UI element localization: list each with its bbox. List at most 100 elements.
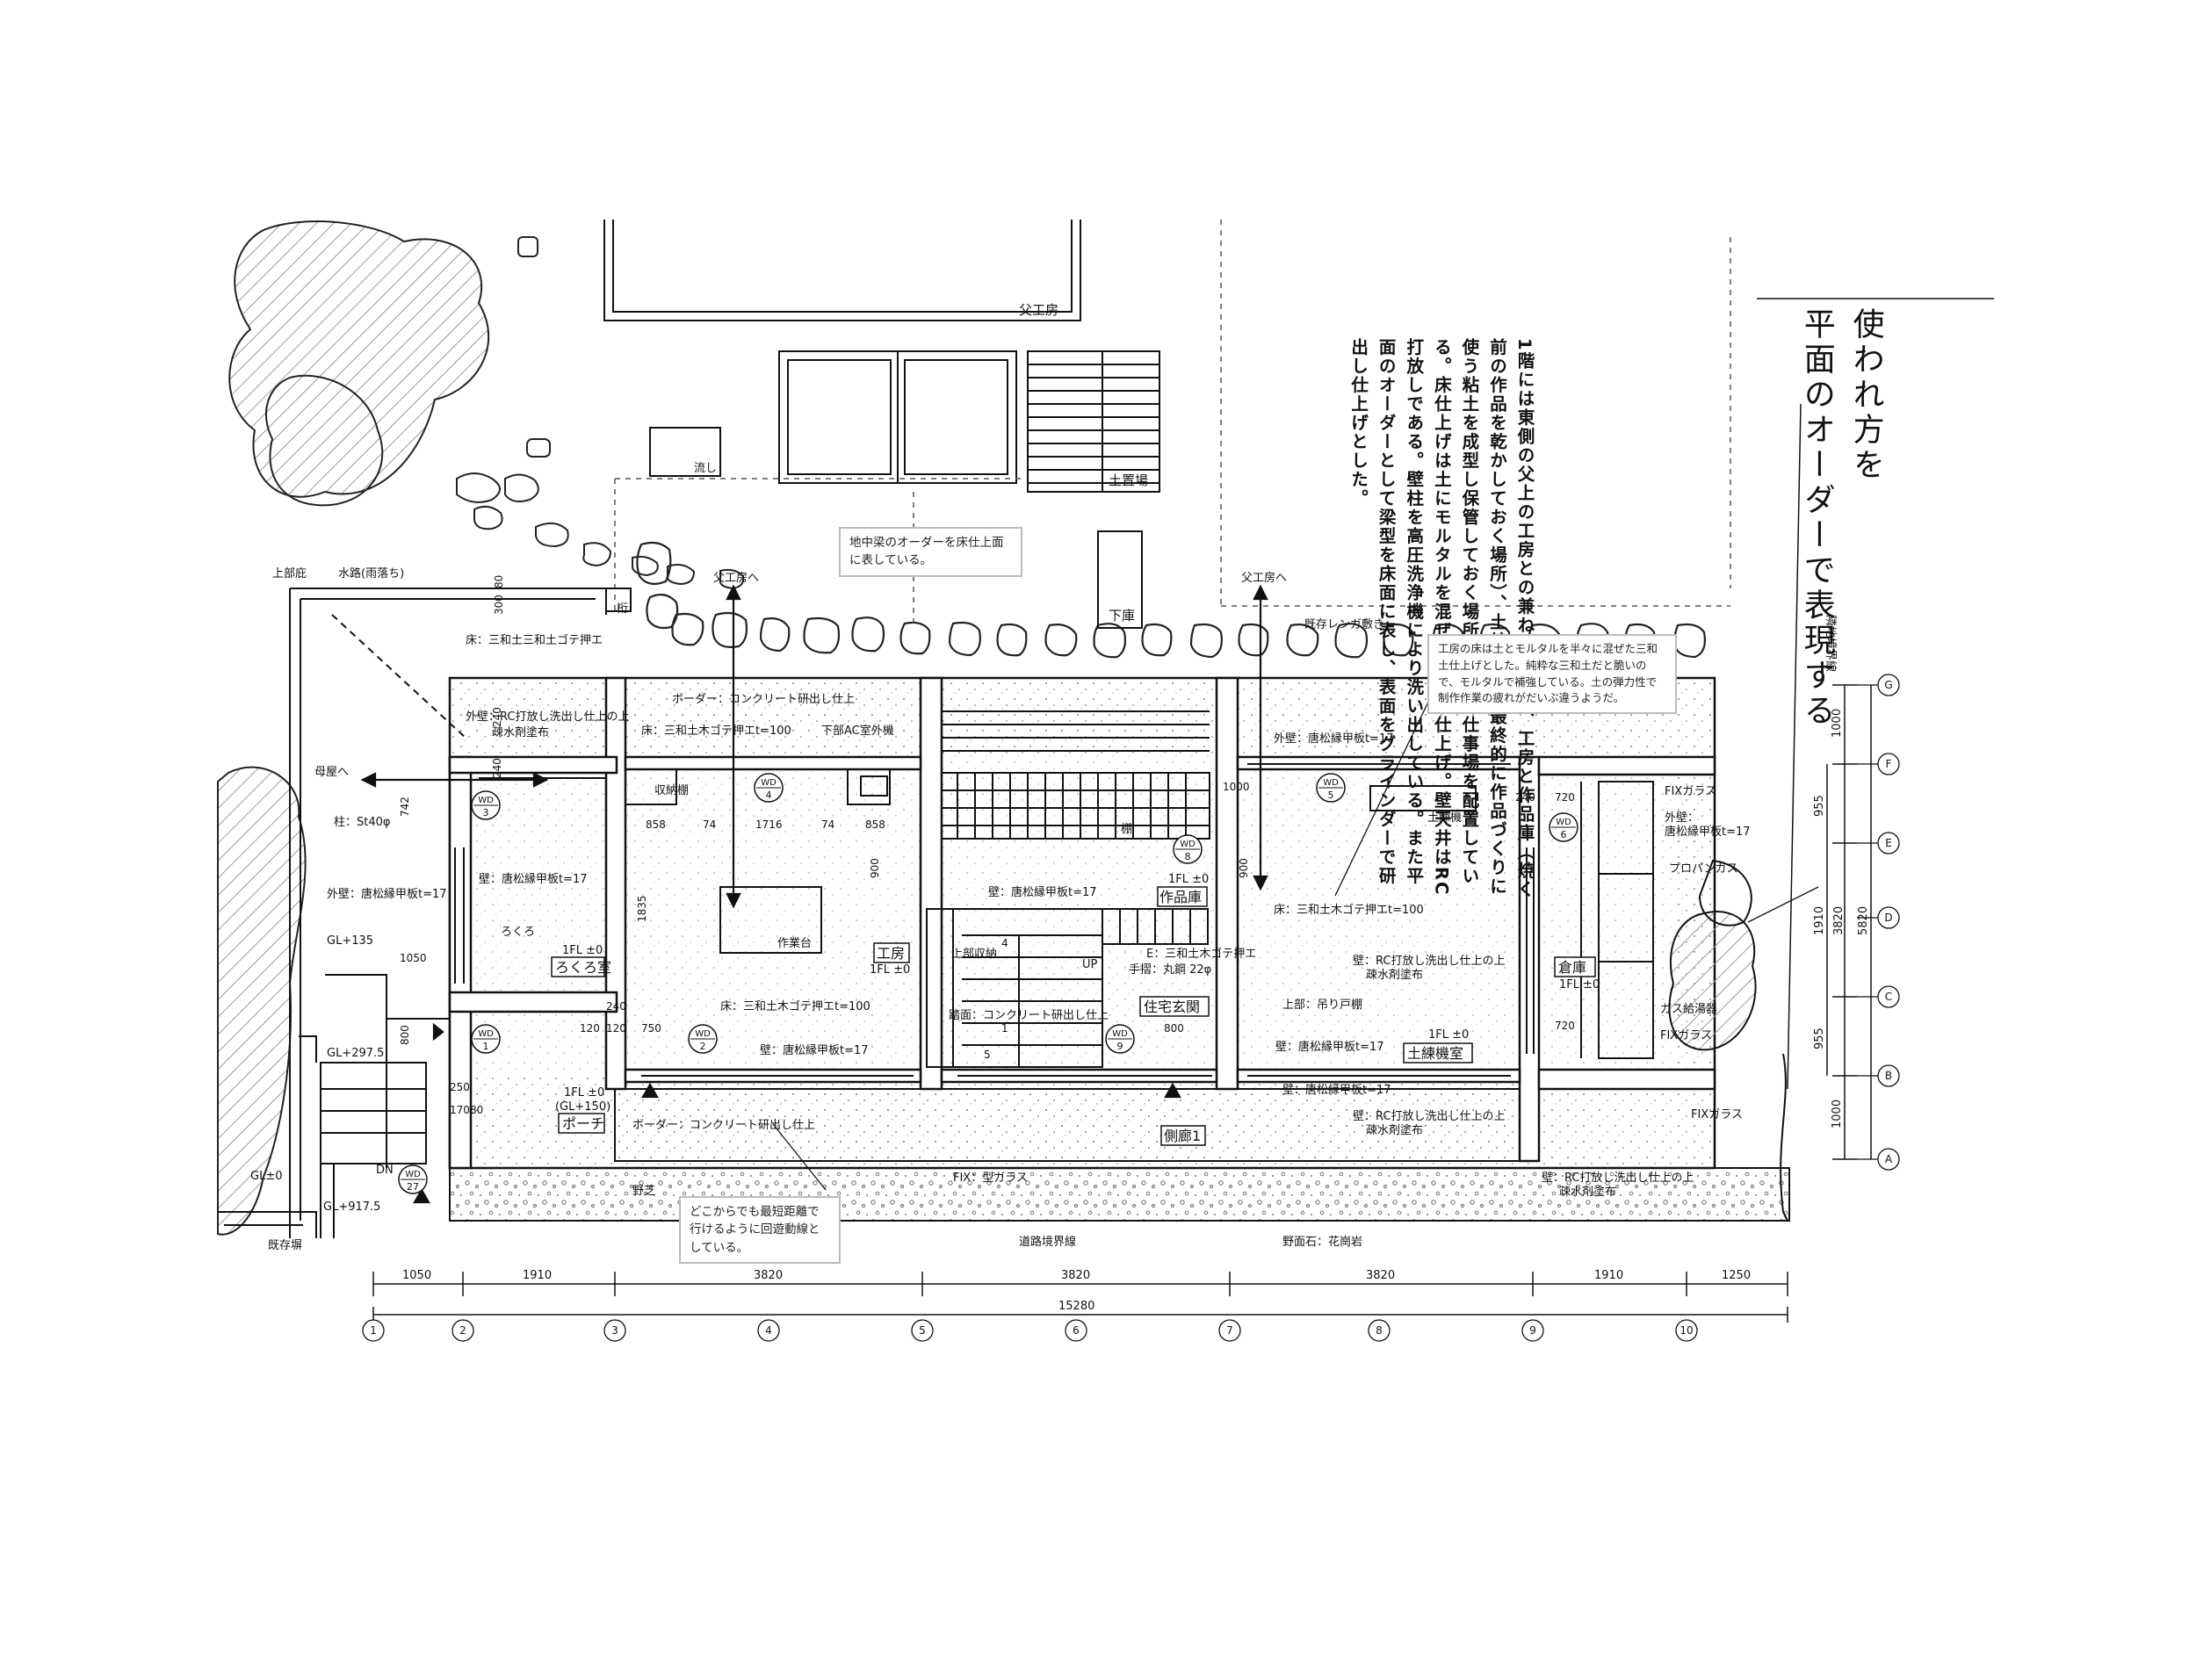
label-dn: DN — [376, 1164, 394, 1177]
window-tag-number: 27 — [407, 1181, 419, 1193]
right-trees — [1668, 298, 1994, 1222]
label-gl2975: GL+297.5 — [327, 1047, 384, 1060]
dim-74b: 74 — [821, 818, 834, 831]
grid-column-marker — [451, 1319, 474, 1342]
grid-column-marker — [1065, 1319, 1087, 1342]
window-tag-number: 1 — [483, 1041, 489, 1052]
dim-800a: 800 — [399, 1025, 411, 1045]
plan-labels: 父工房 土置場 下庫 流し 父工房へ 父工房へ 上部庇 水路(雨落ち) 桁 既存… — [250, 302, 1838, 1252]
note-beam-order: 地中梁のオーダーを床仕上面に表している。 — [839, 527, 1022, 577]
room-sakuhinko: 作品庫 — [1159, 889, 1202, 905]
label-ext-wall-rc: 外壁：RC打放し洗出し仕上の上 — [466, 710, 629, 724]
stepping-stones — [456, 236, 745, 590]
label-gas-heater: ガス給湯器 — [1660, 1003, 1717, 1016]
label-pillar: 柱：St40φ — [334, 816, 390, 829]
dim-858a: 858 — [646, 818, 666, 831]
doma-slats — [1027, 350, 1160, 629]
window-tag-number: 6 — [1561, 829, 1567, 840]
label-floor-dorenki: 床：三和土木ゴテ押エt=100 — [1274, 903, 1424, 917]
dim-bottom-1910b: 1910 — [1594, 1269, 1623, 1282]
label-storage-shelf: 収納棚 — [654, 784, 689, 797]
room-soko: 倉庫 — [1558, 959, 1586, 976]
label-nozura: 野面石：花崗岩 — [1282, 1235, 1362, 1249]
heading-line-2: 平面のオーダーで表現する — [1798, 307, 1835, 729]
room-sakuhin-fl: 1FL ±0 — [1168, 873, 1209, 886]
label-doma: 土置場 — [1109, 472, 1148, 488]
window-tag: WD4 — [754, 773, 784, 803]
label-suiro: 水路(雨落ち) — [338, 566, 404, 580]
grid-column-marker — [757, 1319, 780, 1342]
dim-bottom-1250: 1250 — [1722, 1269, 1751, 1282]
window-tag: WD6 — [1549, 812, 1578, 842]
dim-720a: 720 — [1555, 791, 1575, 804]
label-border-top: ボーダー：コンクリート研出し仕上 — [672, 693, 855, 706]
window-lines — [454, 763, 1654, 1077]
dim-bottom-1050: 1050 — [402, 1269, 431, 1282]
label-rokuro-wheel: ろくろ — [501, 926, 535, 939]
grid-column-label: 4 — [765, 1324, 772, 1337]
dim-900b: 900 — [1238, 858, 1250, 878]
window-tag-code: WD — [478, 796, 494, 805]
dim-right-1000b: 1000 — [1831, 1100, 1844, 1128]
room-rokuro-fl: 1FL ±0 — [562, 944, 603, 957]
grid-row-marker — [1877, 1148, 1900, 1171]
room-porch: ポーチ — [562, 1115, 604, 1132]
dim-300: 300 — [493, 595, 505, 615]
room-genkan: 住宅玄関 — [1144, 999, 1200, 1015]
grid-column-label: 5 — [919, 1324, 926, 1337]
page-heading: 使われ方を 平面のオーダーで表現する — [1792, 307, 1890, 729]
dim-750: 750 — [641, 1022, 661, 1035]
dim-stair-1: 1 — [1001, 1022, 1008, 1035]
label-floor-kobo2: 床：三和土木ゴテ押エt=100 — [720, 999, 870, 1013]
window-tag: WD5 — [1316, 773, 1346, 803]
heading-line-1: 使われ方を — [1847, 307, 1884, 483]
dim-1835: 1835 — [636, 895, 648, 922]
dim-720b: 720 — [1555, 1020, 1575, 1032]
bottom-dimension-values: 1050 1910 3820 3820 3820 1910 1250 15280 — [402, 1269, 1751, 1313]
label-ext-wall-rc2: 疎水剤塗布 — [492, 725, 549, 739]
window-tag-number: 9 — [1117, 1041, 1123, 1052]
label-up: UP — [1082, 958, 1098, 971]
label-ext-wall-wood3: 外壁： — [1665, 811, 1699, 825]
label-handrail: 手摺：丸鋼 22φ — [1129, 963, 1211, 977]
label-ext-wall-wood2: 外壁：唐松縁甲板t=17 — [1274, 732, 1394, 746]
label-wall-rc-corr2: 疎水剤塗布 — [1366, 1123, 1423, 1137]
label-jobuniwa: 上部庇 — [272, 567, 307, 580]
window-tag: WD8 — [1173, 834, 1203, 864]
label-existing-wall: 既存塀 — [268, 1239, 302, 1252]
grid-column-marker — [1218, 1319, 1241, 1342]
room-dorenki-fl: 1FL ±0 — [1428, 1028, 1469, 1042]
dim-900a: 900 — [869, 858, 881, 878]
label-gl9175: GL+917.5 — [323, 1201, 380, 1214]
window-tag: WD3 — [471, 790, 501, 820]
dim-bottom-3820a: 3820 — [754, 1269, 783, 1282]
label-nagashi: 流し — [694, 462, 717, 475]
label-fix-glass-top: FIXガラス — [1665, 785, 1716, 798]
label-boundary: 道路境界線 — [1019, 1235, 1076, 1249]
label-gl0: GL±0 — [250, 1170, 282, 1183]
room-kobo-fl: 1FL ±0 — [870, 963, 910, 977]
dim-right-955a: 955 — [1813, 795, 1826, 817]
label-floor-kobo: 床：三和土木ゴテ押エt=100 — [641, 724, 791, 738]
label-ext-wall-wood3b: 唐松縁甲板t=17 — [1665, 825, 1751, 839]
grid-row-label: F — [1886, 758, 1892, 770]
dashed-guides — [614, 220, 1731, 624]
label-noshiba: 野芝 — [632, 1184, 655, 1198]
label-propane: プロパンガス — [1669, 862, 1738, 876]
label-to-father-1: 父工房へ — [713, 571, 759, 585]
dim-80b: 80 — [493, 575, 505, 588]
label-keta: 桁 — [617, 602, 628, 616]
window-tag-number: 5 — [1328, 790, 1334, 801]
label-existing-brick: 既存レンガ敷き — [1304, 618, 1384, 631]
window-tag-code: WD — [478, 1029, 494, 1039]
dim-240d: 240 — [491, 758, 503, 778]
garden-trees-left — [217, 220, 490, 1236]
dim-bottom-1910a: 1910 — [523, 1269, 552, 1282]
note-circulation: どこからでも最短距離で行けるように回遊動線としている。 — [679, 1196, 841, 1264]
grid-column-label: 7 — [1226, 1324, 1233, 1337]
grid-row-label: B — [1885, 1070, 1892, 1082]
window-tag-code: WD — [695, 1029, 711, 1039]
room-kobo: 工房 — [877, 945, 905, 962]
